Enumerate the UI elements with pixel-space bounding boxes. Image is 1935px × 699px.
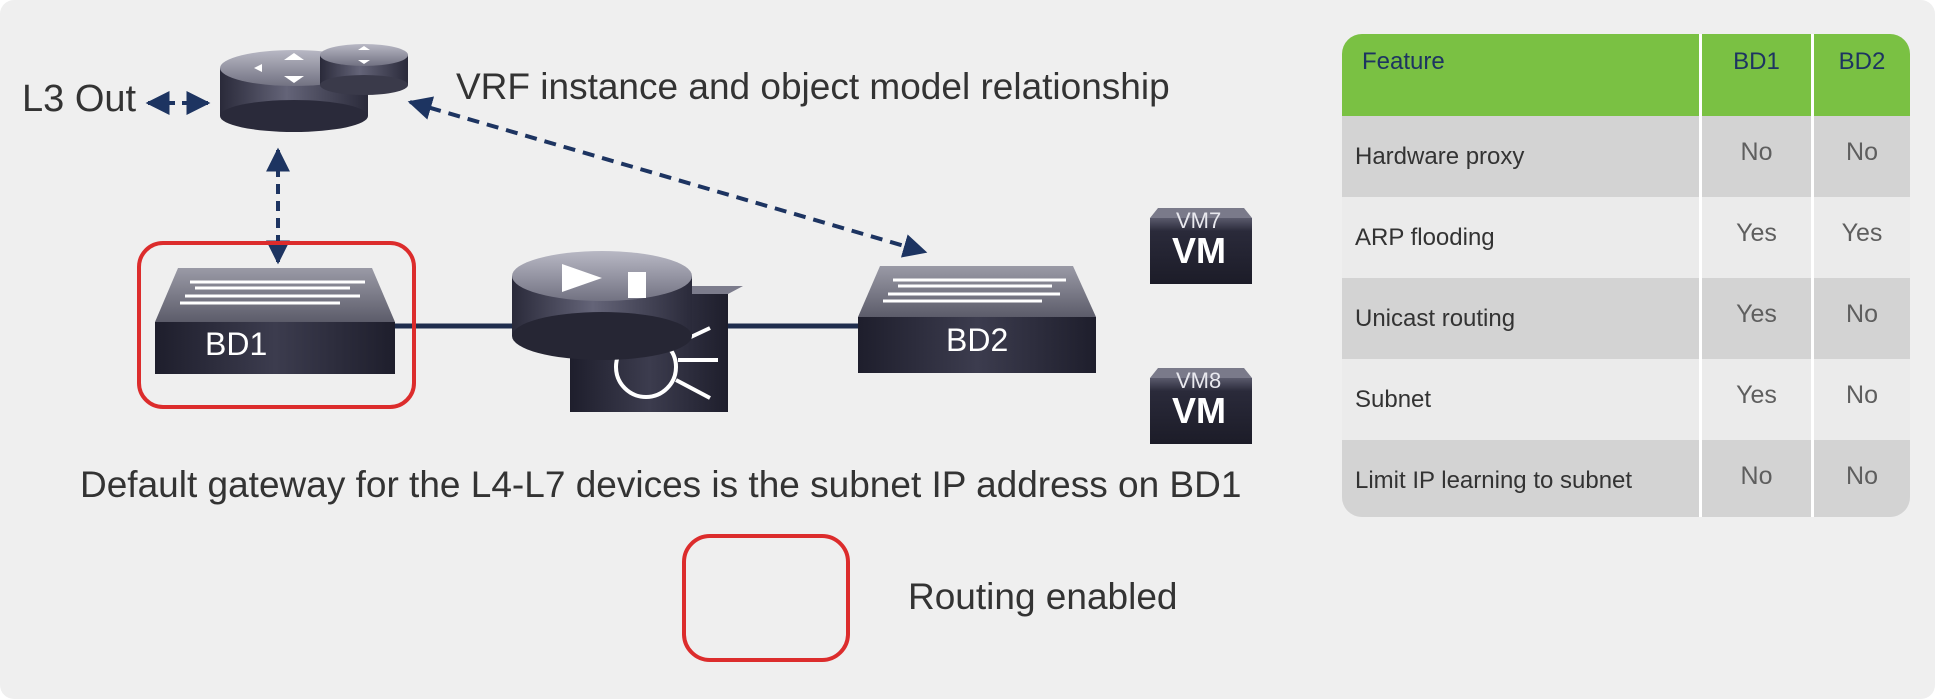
table-row: Unicast routing Yes No: [1342, 278, 1910, 359]
bd1-cell: No: [1702, 440, 1814, 517]
bd1-cell: Yes: [1702, 278, 1814, 359]
table-row: ARP flooding Yes Yes: [1342, 197, 1910, 278]
feature-cell: Unicast routing: [1342, 278, 1702, 359]
bd2-cell: No: [1846, 300, 1878, 328]
vm7-name: VM7: [1176, 208, 1222, 233]
l3-out-label: L3 Out: [22, 78, 137, 120]
feature-cell: ARP flooding: [1342, 197, 1702, 278]
feature-cell: Limit IP learning to subnet: [1342, 440, 1702, 517]
vm8-text: VM: [1172, 390, 1226, 431]
bd2-cell: Yes: [1841, 219, 1883, 247]
table-header-row: Feature BD1 BD2: [1342, 34, 1910, 116]
header-bd1: BD1: [1702, 34, 1814, 116]
table-row: Hardware proxy No No: [1342, 116, 1910, 197]
bd1-label: BD1: [205, 326, 268, 362]
routing-highlight-bd1: [137, 241, 416, 409]
legend-swatch: [682, 534, 850, 662]
header-feature: Feature: [1342, 34, 1702, 116]
bd2-label: BD2: [946, 322, 1009, 358]
vm-icon: [1150, 208, 1252, 284]
bd1-cell: No: [1702, 116, 1814, 197]
legend-label: Routing enabled: [908, 576, 1178, 617]
switch-icon: [858, 266, 1096, 373]
feature-cell: Hardware proxy: [1342, 116, 1702, 197]
gateway-note: Default gateway for the L4-L7 devices is…: [80, 464, 1242, 505]
table-row: Subnet Yes No: [1342, 359, 1910, 440]
table-row: Limit IP learning to subnet No No: [1342, 440, 1910, 517]
bd2-cell: No: [1846, 462, 1878, 490]
bd2-cell: No: [1846, 381, 1878, 409]
vm7-text: VM: [1172, 230, 1226, 271]
vrf-label: VRF instance and object model relationsh…: [456, 66, 1170, 107]
vrf-bd2-arrow: [407, 96, 928, 258]
header-bd2: BD2: [1838, 48, 1886, 75]
load-balancer-icon: [512, 251, 743, 412]
bd2-cell: No: [1846, 138, 1878, 166]
feature-table: Feature BD1 BD2 Hardware proxy No No ARP…: [1342, 34, 1910, 517]
vm8-name: VM8: [1176, 368, 1222, 393]
vm-icon: [1150, 368, 1252, 444]
bd1-cell: Yes: [1702, 197, 1814, 278]
feature-cell: Subnet: [1342, 359, 1702, 440]
router-icon: [220, 44, 408, 132]
switch-icon: [155, 268, 395, 374]
bd1-cell: Yes: [1702, 359, 1814, 440]
